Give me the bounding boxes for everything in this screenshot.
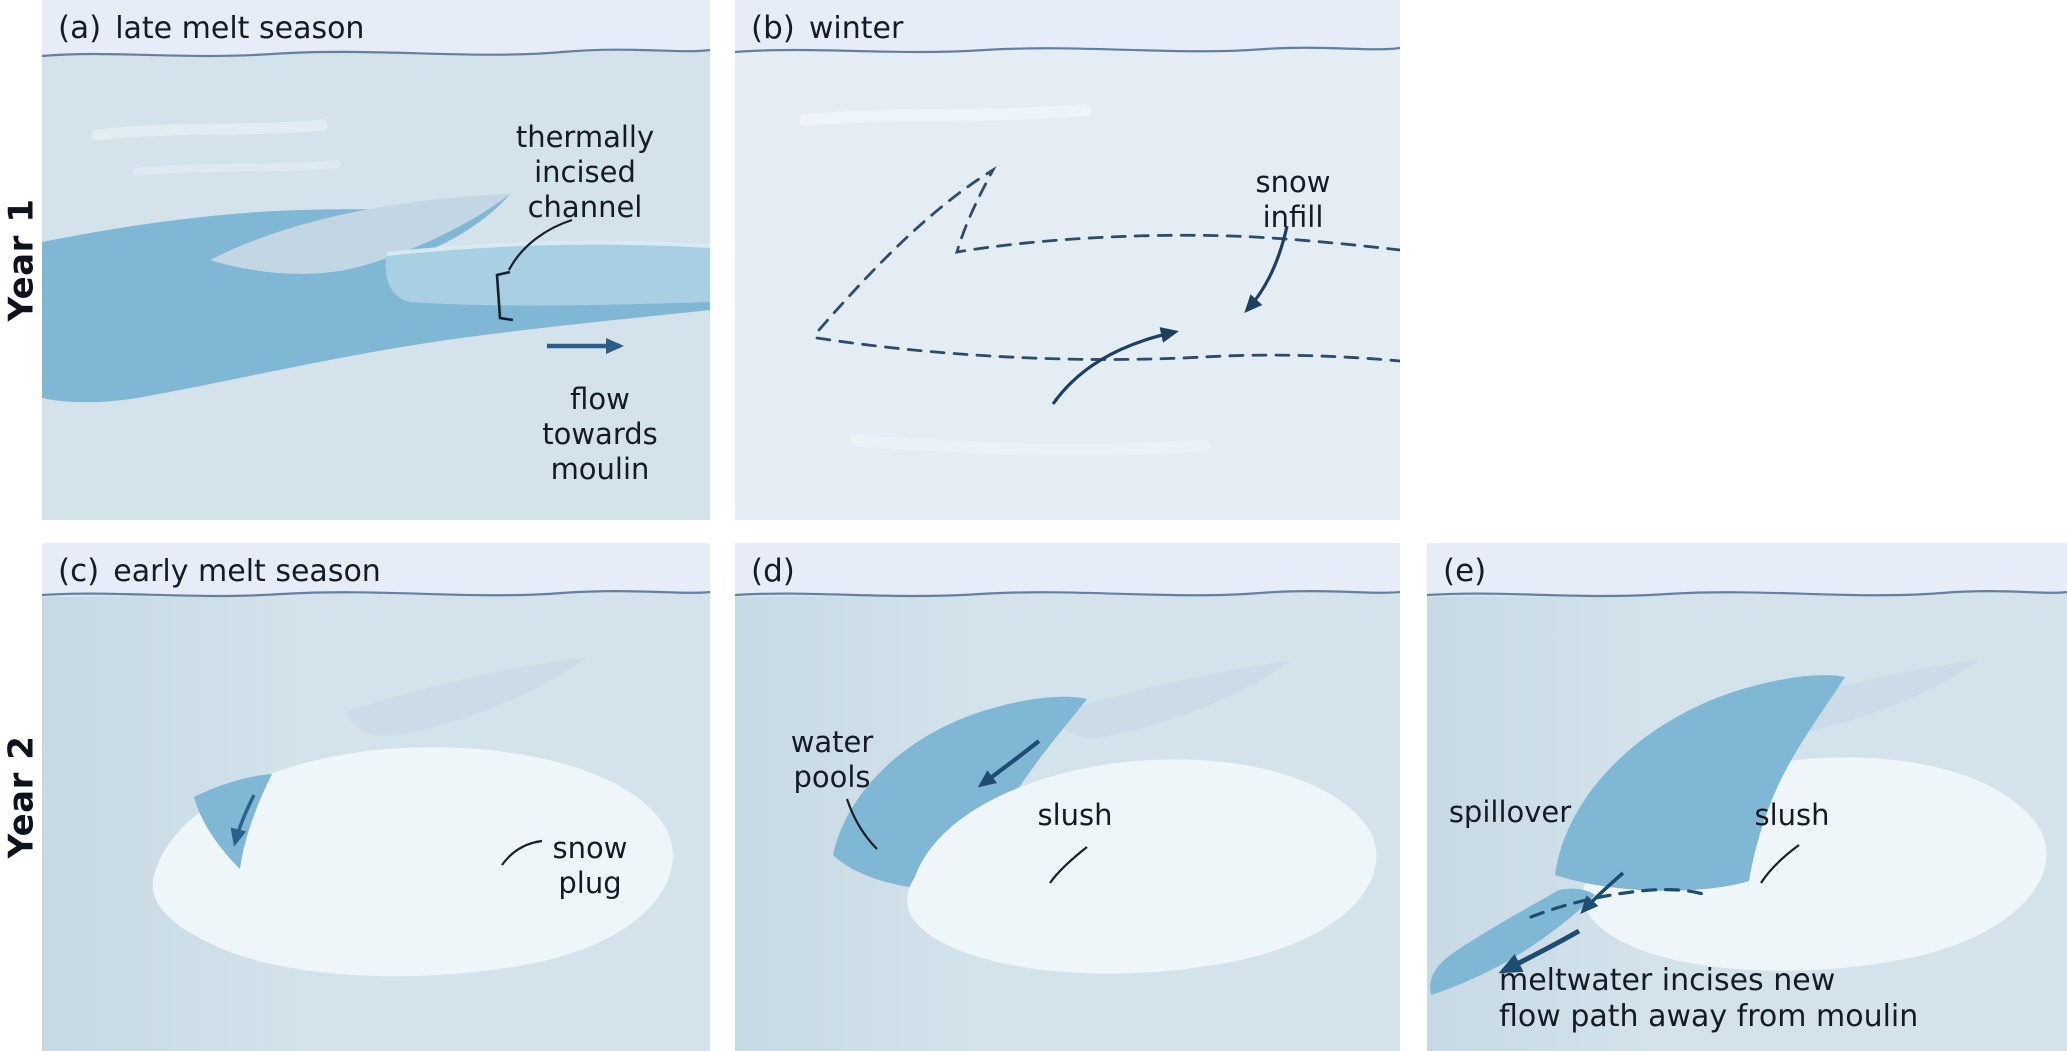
panel-d-tag: (d) xyxy=(751,553,795,589)
panel-a-title: (a) late melt season xyxy=(58,10,364,46)
illustration-c xyxy=(42,543,710,1051)
illustration-a xyxy=(42,0,710,520)
snow-streak xyxy=(799,104,1091,126)
panel-c-title: (c) early melt season xyxy=(58,553,381,589)
panel-a-tag: (a) xyxy=(58,10,102,46)
snow-surface-b xyxy=(735,47,1400,520)
buried-channel-outline-upper xyxy=(817,166,1400,332)
horizon-line-e xyxy=(1427,590,2067,598)
spillover-arrow-icon xyxy=(1580,871,1625,914)
buried-channel-outline-lower xyxy=(815,336,1400,363)
incised-channel-rim xyxy=(386,240,710,256)
snow-plug-shape xyxy=(152,747,673,977)
horizon-line-a xyxy=(42,48,710,58)
panel-a: (a) late melt season thermally incised c… xyxy=(42,0,710,520)
snow-streak xyxy=(133,160,341,176)
panel-a-title-text: late melt season xyxy=(115,11,365,46)
panel-d: (d) water pools slush xyxy=(735,543,1400,1051)
new-flow-path-arrow-icon xyxy=(1498,928,1581,974)
row-label-year2-text: Year 2 xyxy=(1,735,42,859)
panel-c-title-text: early melt season xyxy=(113,554,381,589)
meltwater-channel xyxy=(42,194,710,403)
row-label-year1: Year 1 xyxy=(0,0,42,520)
meltwater-arrow-icon xyxy=(230,794,256,847)
panel-e: (e) spillover slush meltwater incises ne… xyxy=(1427,543,2067,1051)
incised-channel-floor xyxy=(385,242,710,306)
label-water-pools: water pools xyxy=(790,725,874,794)
water-pool xyxy=(1555,675,1845,891)
label-flow-towards-moulin: flow towards moulin xyxy=(542,382,658,486)
label-spillover: spillover xyxy=(1448,795,1572,829)
row-label-year1-text: Year 1 xyxy=(1,198,42,322)
panel-b: (b) winter snow infill xyxy=(735,0,1400,520)
leader-line-slush xyxy=(1760,844,1800,884)
illustration-e xyxy=(1427,543,2067,1051)
row-label-year2: Year 2 xyxy=(0,543,42,1051)
snow-streak xyxy=(91,119,328,141)
snow-plug-shape xyxy=(907,759,1377,974)
panel-b-title: (b) winter xyxy=(751,10,903,46)
spillover-tongue xyxy=(1430,888,1595,995)
leader-line-water-pools xyxy=(845,798,878,850)
leader-line-snow-plug xyxy=(501,839,543,866)
horizon-line-c xyxy=(42,590,710,598)
panel-c-tag: (c) xyxy=(58,553,100,589)
spillover-dashed-path xyxy=(1529,888,1705,919)
label-slush: slush xyxy=(1754,798,1830,832)
channel-bank-wedge xyxy=(347,657,587,736)
water-flow-arrow-icon xyxy=(977,739,1041,788)
panel-e-tag: (e) xyxy=(1443,553,1487,589)
water-pool xyxy=(833,696,1087,892)
panel-b-title-text: winter xyxy=(808,11,904,46)
label-snow-plug: snow plug xyxy=(552,831,628,900)
label-thermally-incised-channel: thermally incised channel xyxy=(515,120,655,224)
horizon-line-d xyxy=(735,590,1400,598)
illustration-d xyxy=(735,543,1400,1051)
label-snow-infill: snow infill xyxy=(1255,165,1331,234)
leader-line-slush xyxy=(1049,846,1088,884)
illustration-b xyxy=(735,0,1400,520)
snow-infill-arrow-icon xyxy=(1244,225,1289,313)
channel-bank-wedge xyxy=(210,194,510,274)
horizon-line-b xyxy=(735,46,1400,54)
snow-streak xyxy=(849,434,1211,456)
leader-line-incised-channel xyxy=(508,218,573,271)
depth-bracket xyxy=(495,270,514,322)
panel-b-tag: (b) xyxy=(751,10,795,46)
channel-bank-wedge xyxy=(1055,661,1290,738)
label-slush: slush xyxy=(1037,798,1113,832)
panel-c: (c) early melt season snow plug xyxy=(42,543,710,1051)
panel-d-title: (d) xyxy=(751,553,809,589)
snow-infill-arrow-icon xyxy=(1051,327,1179,405)
panel-e-title: (e) xyxy=(1443,553,1500,589)
label-meltwater-caption: meltwater incises new flow path away fro… xyxy=(1499,963,1919,1034)
